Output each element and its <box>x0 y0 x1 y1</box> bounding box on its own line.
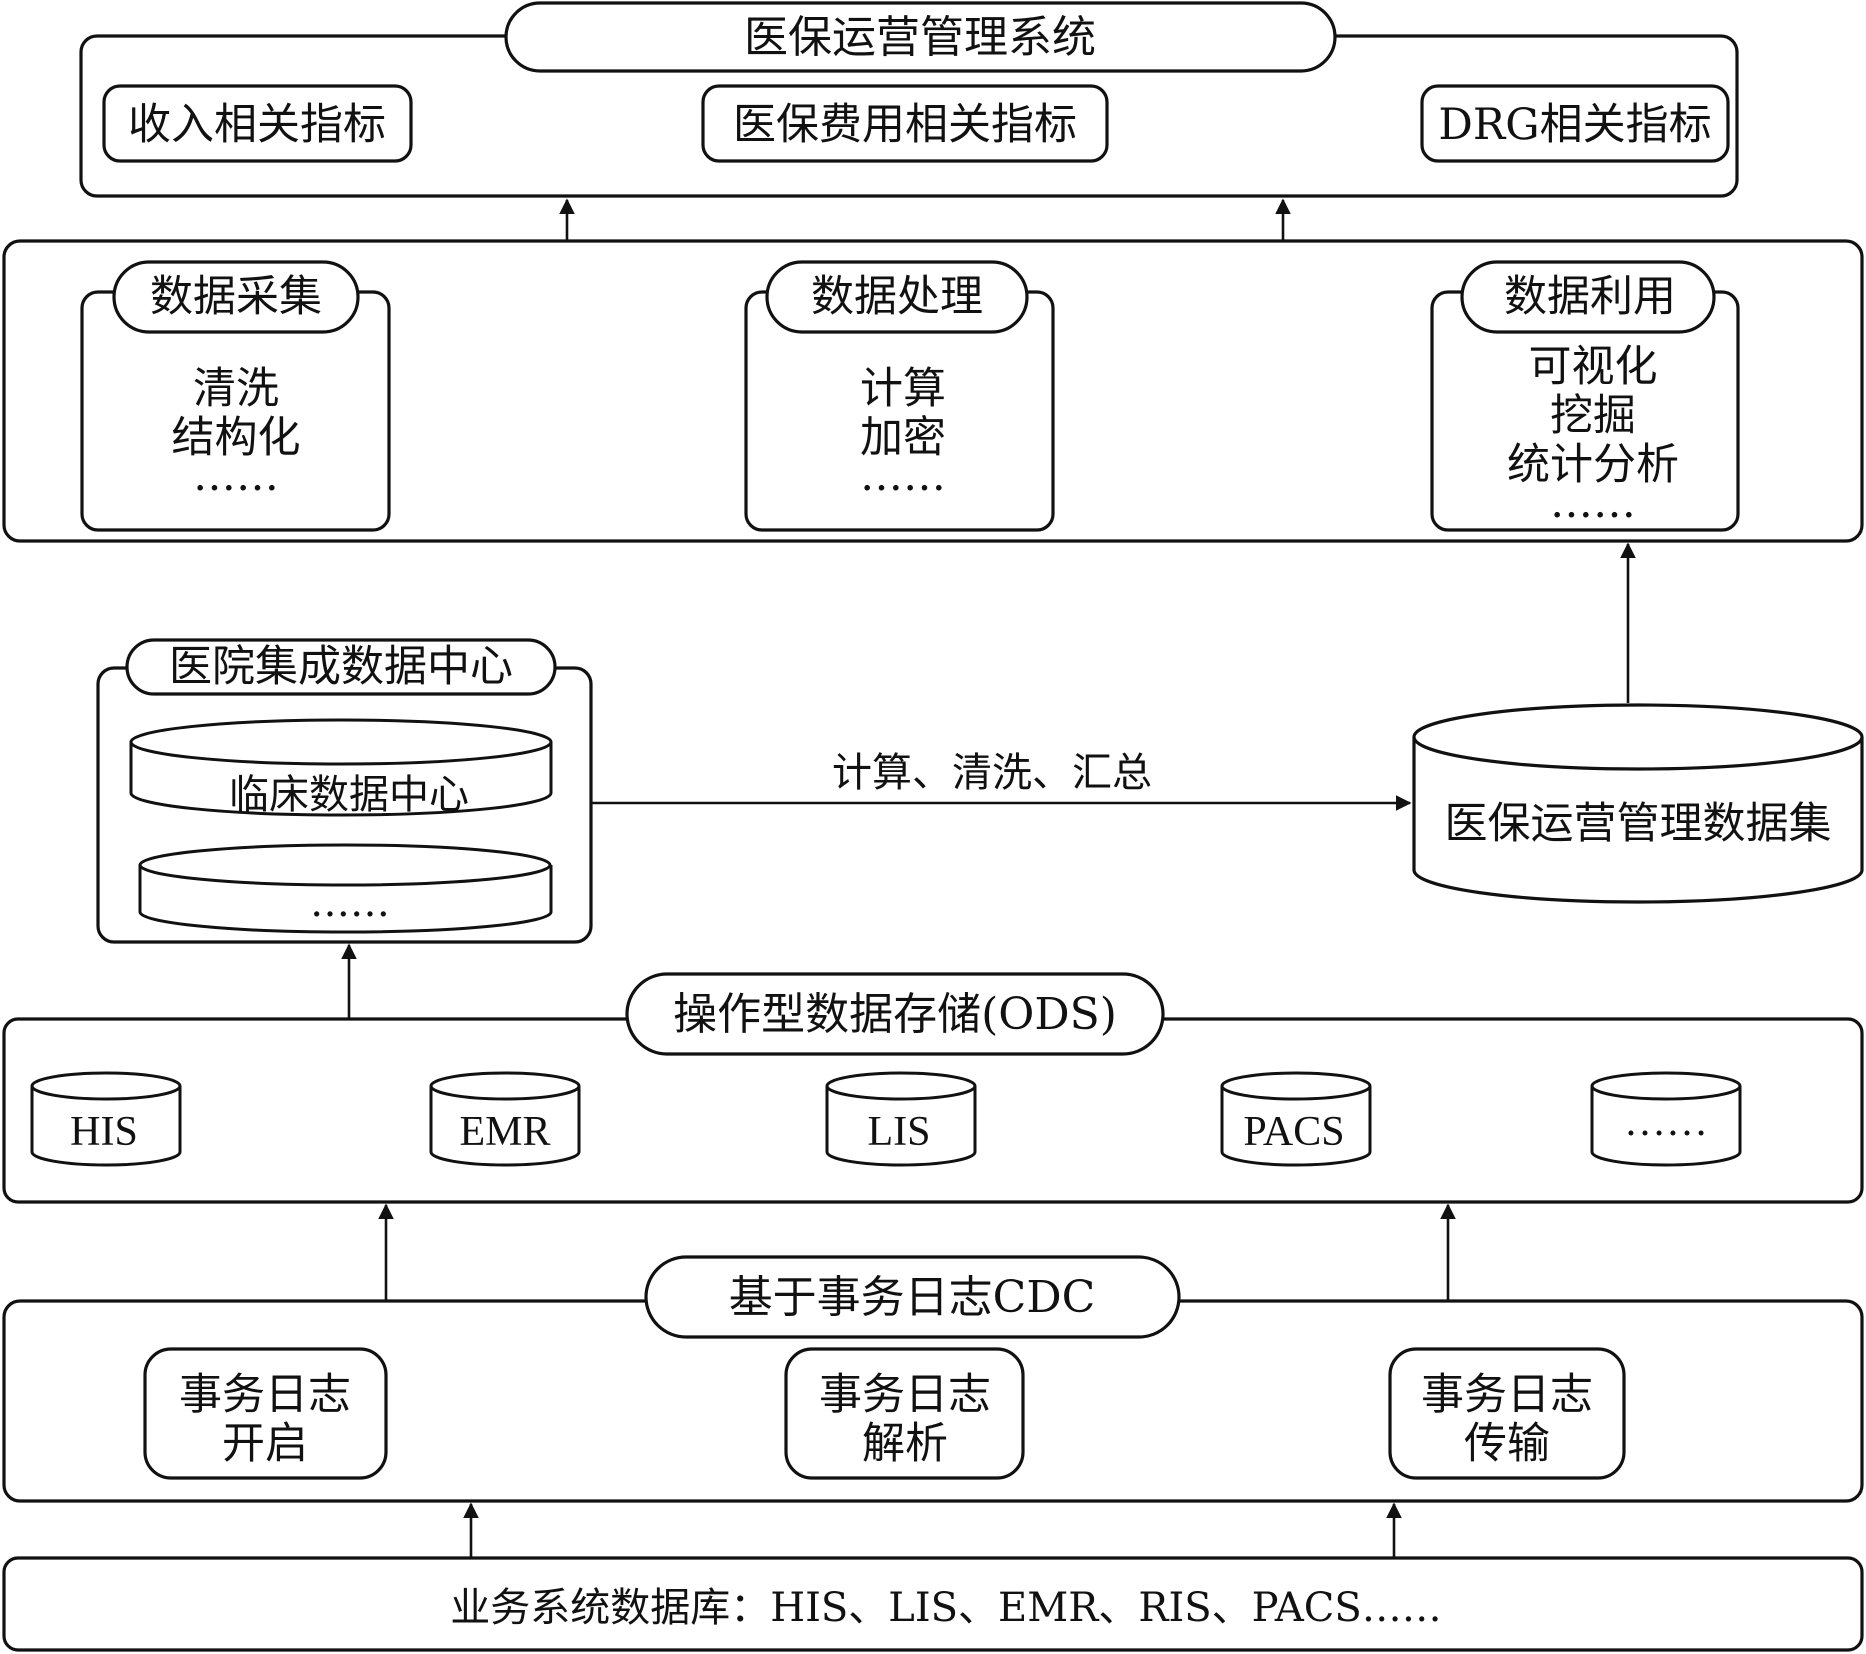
cdc-step-enable-line1: 事务日志 <box>179 1370 351 1420</box>
disk-clinical-top <box>129 718 553 766</box>
stage-utilize-title: 数据利用 <box>1504 272 1676 322</box>
stage-utilize-item: 统计分析 <box>1507 440 1679 490</box>
system-title: 医保运营管理系统 <box>744 12 1096 63</box>
db-more-top <box>1590 1071 1742 1101</box>
stage-utilize-item: …… <box>1550 478 1636 528</box>
data-center-pill <box>125 638 557 696</box>
db-lis-top <box>825 1071 977 1101</box>
stage-process-title: 数据处理 <box>811 272 983 322</box>
stage-collect: 数据采集 清洗 结构化 …… <box>80 260 391 532</box>
system-title-pill <box>504 1 1337 73</box>
stage-process: 数据处理 计算 加密 …… <box>744 260 1055 532</box>
stage-collect-title: 数据采集 <box>150 272 322 322</box>
ods-title-pill <box>625 972 1165 1056</box>
dataset-cylinder: 医保运营管理数据集 <box>1412 703 1864 904</box>
data-center: 医院集成数据中心 临床数据中心 …… <box>96 638 593 944</box>
db-emr-label: EMR <box>459 1109 550 1155</box>
indicator-box-income <box>102 84 413 163</box>
data-center-title: 医院集成数据中心 <box>169 642 513 692</box>
transform-label: 计算、清洗、汇总 <box>832 750 1152 796</box>
stage-process-item: 加密 <box>860 413 946 463</box>
pipeline-layer: 数据采集 清洗 结构化 …… 数据处理 计算 加密 …… 数据利用 可视化 挖掘… <box>2 239 1864 543</box>
stage-collect-item: 清洗 <box>193 364 279 414</box>
disk-clinical: 临床数据中心 <box>129 718 553 818</box>
stage-collect-item: …… <box>193 451 279 501</box>
db-lis-body <box>825 1086 977 1167</box>
cdc-step-transfer-line1: 事务日志 <box>1421 1370 1593 1420</box>
indicator-income: 收入相关指标 <box>128 100 386 150</box>
cdc-title-pill <box>644 1255 1181 1339</box>
db-his-label: HIS <box>70 1109 138 1155</box>
db-more: …… <box>1590 1071 1742 1167</box>
disk-more-top <box>138 843 552 887</box>
db-pacs-label: PACS <box>1243 1109 1344 1155</box>
cdc-title: 基于事务日志CDC <box>729 1272 1096 1323</box>
db-pacs-body <box>1220 1086 1372 1167</box>
db-more-label: …… <box>1624 1099 1708 1145</box>
cdc-step-parse-box <box>784 1347 1025 1480</box>
db-pacs-top <box>1220 1071 1372 1101</box>
indicator-insurance-cost: 医保费用相关指标 <box>733 100 1077 150</box>
db-his-top <box>30 1071 182 1101</box>
stage-utilize: 数据利用 可视化 挖掘 统计分析 …… <box>1430 260 1740 532</box>
stage-process-item: 计算 <box>860 364 946 414</box>
source-layer: 业务系统数据库：HIS、LIS、EMR、RIS、PACS…… <box>2 1556 1864 1652</box>
stage-process-pill <box>765 260 1029 334</box>
cdc-step-enable-line2: 开启 <box>222 1419 308 1469</box>
cdc-step-transfer-box <box>1388 1347 1626 1480</box>
stage-collect-pill <box>112 260 360 334</box>
cdc-step-transfer-line2: 传输 <box>1464 1419 1550 1469</box>
ods-title: 操作型数据存储(ODS) <box>673 989 1117 1040</box>
db-his: HIS <box>30 1071 182 1167</box>
disk-more: …… <box>138 843 553 934</box>
stage-utilize-item: 可视化 <box>1529 342 1658 392</box>
db-lis: LIS <box>825 1071 977 1167</box>
ods-layer: 操作型数据存储(ODS) HIS EMR LIS PACS …… <box>2 972 1864 1204</box>
cdc-step-enable-box <box>143 1347 388 1480</box>
disk-more-label: …… <box>310 880 390 926</box>
stage-collect-item: 结构化 <box>172 413 301 463</box>
indicator-box-drg <box>1420 84 1730 163</box>
stage-utilize-item: 挖掘 <box>1550 391 1636 441</box>
cdc-step-parse: 事务日志 解析 <box>784 1347 1025 1480</box>
db-emr-body <box>429 1086 581 1167</box>
cdc-step-enable: 事务日志 开启 <box>143 1347 388 1480</box>
db-more-body <box>1590 1086 1742 1167</box>
stage-utilize-pill <box>1460 260 1716 334</box>
source-frame <box>2 1556 1864 1652</box>
cdc-step-transfer: 事务日志 传输 <box>1388 1347 1626 1480</box>
db-pacs: PACS <box>1220 1071 1372 1167</box>
dataset-top <box>1412 703 1864 771</box>
disk-clinical-label: 临床数据中心 <box>229 772 469 818</box>
db-emr: EMR <box>429 1071 581 1167</box>
cdc-layer: 基于事务日志CDC 事务日志 开启 事务日志 解析 事务日志 传输 <box>2 1255 1864 1503</box>
stage-process-item: …… <box>860 451 946 501</box>
indicator-drg: DRG相关指标 <box>1438 100 1711 150</box>
source-label: 业务系统数据库：HIS、LIS、EMR、RIS、PACS…… <box>450 1585 1442 1631</box>
indicator-box-insurance-cost <box>701 84 1109 163</box>
cdc-step-parse-line1: 事务日志 <box>819 1370 991 1420</box>
db-his-body <box>30 1086 182 1167</box>
db-emr-top <box>429 1071 581 1101</box>
db-lis-label: LIS <box>868 1109 931 1155</box>
dataset-label: 医保运营管理数据集 <box>1445 799 1832 849</box>
system-layer: 医保运营管理系统 收入相关指标 医保费用相关指标 DRG相关指标 <box>79 1 1739 198</box>
cdc-step-parse-line2: 解析 <box>862 1419 948 1469</box>
dataset-body <box>1412 737 1864 904</box>
